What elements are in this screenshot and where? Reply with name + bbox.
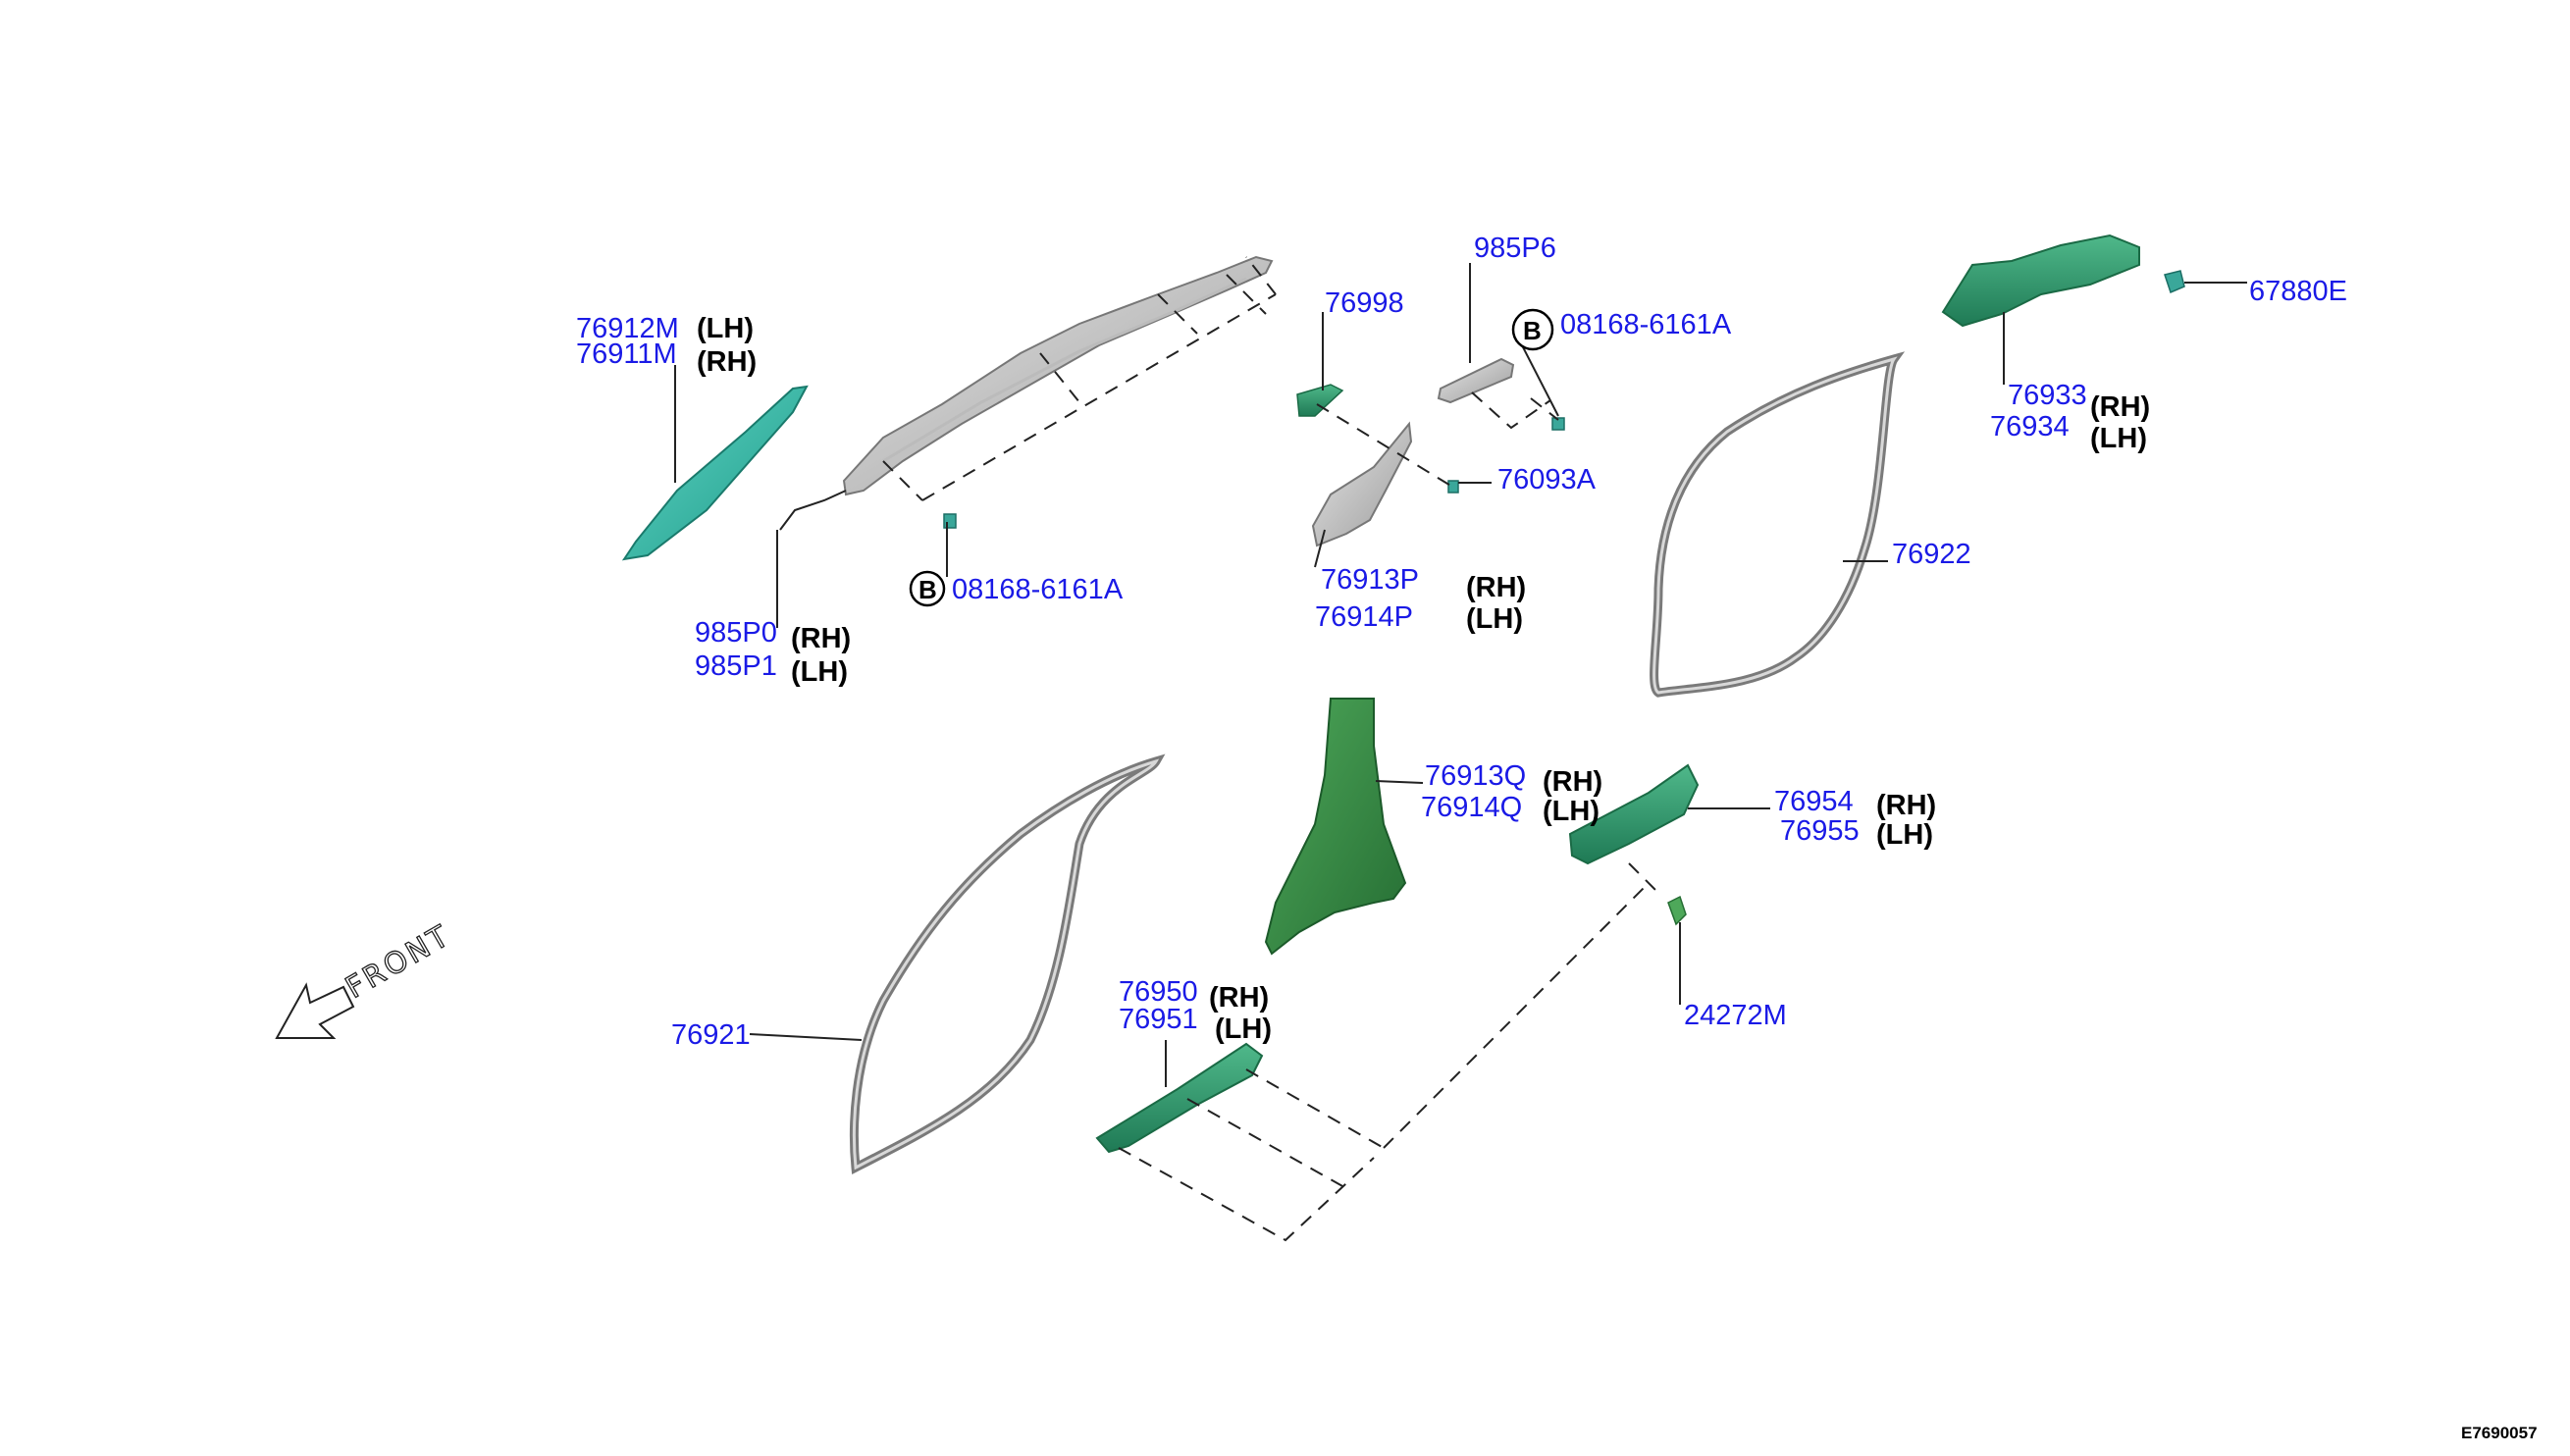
side-rh-76950: (RH) xyxy=(1209,982,1269,1014)
b-pillar-upper-garnish-illustration[interactable] xyxy=(1311,421,1413,547)
rear-door-weatherstrip-highlight xyxy=(1652,356,1898,695)
leader-lines xyxy=(674,263,2247,1087)
circle-b-lower-letter: B xyxy=(918,575,937,604)
rear-pillar-garnish-illustration[interactable] xyxy=(1941,234,2140,328)
side-lh-76955: (LH) xyxy=(1876,819,1933,851)
side-rh-76913P: (RH) xyxy=(1466,572,1526,603)
label-76921[interactable]: 76921 xyxy=(671,1019,751,1051)
airbag-tether-line xyxy=(779,490,847,531)
side-lh-76914P: (LH) xyxy=(1466,603,1523,635)
side-lh-985P1: (LH) xyxy=(791,656,848,688)
front-label: FRONT xyxy=(341,918,457,1006)
label-76951[interactable]: 76951 xyxy=(1119,1004,1198,1035)
side-rh-985P0: (RH) xyxy=(791,623,851,654)
side-lh-76934: (LH) xyxy=(2090,423,2147,454)
assembly-dashed-lines xyxy=(882,256,1659,1242)
clip-67880E-illustration[interactable] xyxy=(2164,270,2185,294)
circle-b-upper xyxy=(1511,308,1554,351)
rear-door-weatherstrip-illustration[interactable] xyxy=(1650,351,1906,698)
side-lh-76912M: (LH) xyxy=(697,313,754,344)
front-kicking-plate-illustration[interactable] xyxy=(1095,1042,1264,1154)
a-pillar-garnish-illustration[interactable] xyxy=(621,385,809,561)
bracket-76998-illustration[interactable] xyxy=(1296,384,1344,417)
label-76912M[interactable]: 76912M xyxy=(576,313,679,344)
label-76914P[interactable]: 76914P xyxy=(1315,601,1413,633)
side-lh-76914Q: (LH) xyxy=(1543,796,1600,827)
side-rh-76933: (RH) xyxy=(2090,391,2150,423)
diagram-code: E7690057 xyxy=(2461,1424,2538,1442)
side-rh-76911M: (RH) xyxy=(697,346,757,378)
circle-b-upper-letter: B xyxy=(1523,316,1542,345)
label-985P0[interactable]: 985P0 xyxy=(695,617,777,649)
bolt-08168-lower-illustration[interactable] xyxy=(943,513,957,529)
label-76913Q[interactable]: 76913Q xyxy=(1425,760,1526,792)
side-rh-76913Q: (RH) xyxy=(1543,766,1602,798)
circle-b-lower xyxy=(909,570,946,607)
label-985P6[interactable]: 985P6 xyxy=(1474,233,1556,264)
clip-76093A-illustration[interactable] xyxy=(1447,480,1459,494)
label-76933[interactable]: 76933 xyxy=(2008,380,2087,411)
label-76922[interactable]: 76922 xyxy=(1892,539,1971,570)
front-arrow-icon xyxy=(275,982,355,1039)
front-door-weatherstrip-highlight xyxy=(852,758,1160,1170)
label-76955[interactable]: 76955 xyxy=(1780,815,1860,847)
b-pillar-lower-garnish-illustration[interactable] xyxy=(1264,698,1407,956)
label-76911M[interactable]: 76911M xyxy=(576,338,677,370)
bolt-08168-upper-illustration[interactable] xyxy=(1551,417,1565,431)
label-76913P[interactable]: 76913P xyxy=(1321,564,1419,596)
label-76950[interactable]: 76950 xyxy=(1119,976,1198,1008)
clip-24272M-illustration[interactable] xyxy=(1667,895,1687,926)
label-67880E[interactable]: 67880E xyxy=(2249,276,2347,307)
front-arrow: FRONT xyxy=(275,917,457,1039)
label-76954[interactable]: 76954 xyxy=(1774,786,1854,817)
rear-kicking-plate-illustration[interactable] xyxy=(1568,763,1700,865)
side-lh-76951: (LH) xyxy=(1215,1014,1272,1045)
side-rh-76954: (RH) xyxy=(1876,790,1936,821)
label-08168-upper[interactable]: 08168-6161A xyxy=(1560,309,1732,340)
label-76998[interactable]: 76998 xyxy=(1325,287,1404,319)
label-76934[interactable]: 76934 xyxy=(1990,411,2070,442)
label-985P1[interactable]: 985P1 xyxy=(695,650,777,682)
label-24272M[interactable]: 24272M xyxy=(1684,1000,1787,1031)
label-08168-lower[interactable]: 08168-6161A xyxy=(952,574,1124,605)
front-door-weatherstrip-illustration[interactable] xyxy=(849,754,1166,1175)
airbag-detail-strip xyxy=(882,277,1247,463)
sensor-985P6-illustration[interactable] xyxy=(1437,357,1515,404)
label-76914Q[interactable]: 76914Q xyxy=(1421,792,1522,823)
label-76093A[interactable]: 76093A xyxy=(1497,464,1597,495)
